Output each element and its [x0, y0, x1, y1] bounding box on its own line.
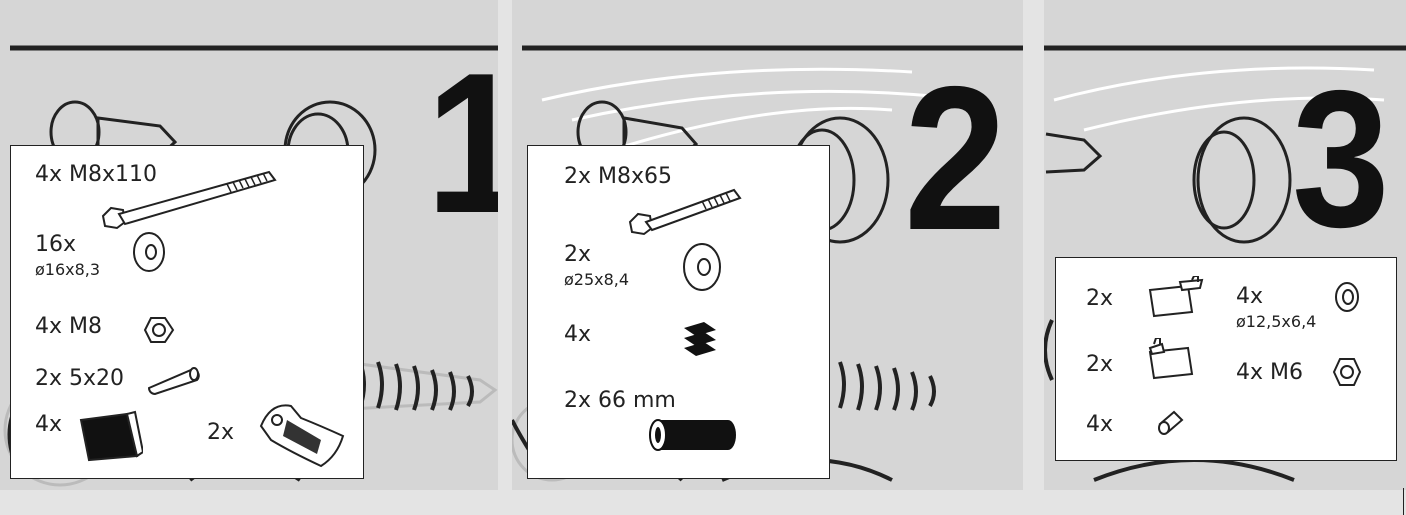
end-cap-icon: [79, 410, 143, 462]
long-bolt-icon: [101, 170, 277, 230]
step-panel-1: 1 4x M8x110 16x ø16x8,3 4x M8 2x 5x20 4x: [0, 0, 498, 490]
part-spec-label: ø12,5x6,4: [1236, 312, 1317, 331]
step-number: 1: [426, 44, 498, 244]
part-quantity-label: 4x: [564, 322, 592, 347]
part-quantity-label: 4x M8: [35, 314, 102, 339]
part-quantity-label: 2x 5x20: [35, 366, 125, 391]
part-quantity-label: 2x: [564, 242, 592, 267]
felt-pad-icon: [684, 322, 716, 356]
part-quantity-label: 4x: [1236, 284, 1264, 309]
step-number: 2: [904, 44, 1007, 273]
clip-icon: [1148, 338, 1194, 380]
part-quantity-label: 4x: [1086, 412, 1114, 437]
parts-list-box: 2x M8x65 2x ø25x8,4 4x 2x 66 mm: [527, 145, 830, 479]
washer-icon: [133, 232, 165, 272]
part-quantity-label: 4x M6: [1236, 360, 1303, 385]
part-spec-label: ø16x8,3: [35, 260, 101, 279]
part-quantity-label: 2x M8x65: [564, 164, 673, 189]
part-spec-label: ø25x8,4: [564, 270, 630, 289]
part-quantity-label: 16x: [35, 232, 77, 257]
part-quantity-label: 2x: [207, 420, 235, 445]
dowel-icon: [147, 367, 200, 396]
step-panel-3: 3 2x 4x ø12,5x6,4 2x 4x M6 4x: [1044, 0, 1406, 490]
large-washer-icon: [683, 243, 721, 291]
page-edge-line: [1403, 488, 1404, 515]
clip-icon: [1148, 276, 1204, 318]
step-panel-2: 2 2x M8x65 2x ø25x8,4 4x 2x 66 mm: [512, 0, 1023, 490]
parts-list-box: 2x 4x ø12,5x6,4 2x 4x M6 4x: [1055, 257, 1397, 461]
small-nut-icon: [1332, 358, 1362, 386]
step-number: 3: [1292, 50, 1390, 268]
spacer-tube-icon: [649, 419, 736, 451]
part-quantity-label: 2x: [1086, 352, 1114, 377]
part-quantity-label: 2x 66 mm: [564, 388, 676, 413]
part-quantity-label: 2x: [1086, 286, 1114, 311]
nut-icon: [143, 317, 175, 343]
parts-list-box: 4x M8x110 16x ø16x8,3 4x M8 2x 5x20 4x 2…: [10, 145, 364, 479]
part-quantity-label: 4x M8x110: [35, 162, 157, 187]
part-quantity-label: 4x: [35, 412, 63, 437]
small-washer-icon: [1335, 282, 1359, 312]
bolt-icon: [628, 188, 742, 236]
bracket-foot-icon: [259, 404, 345, 468]
plug-icon: [1158, 410, 1184, 435]
